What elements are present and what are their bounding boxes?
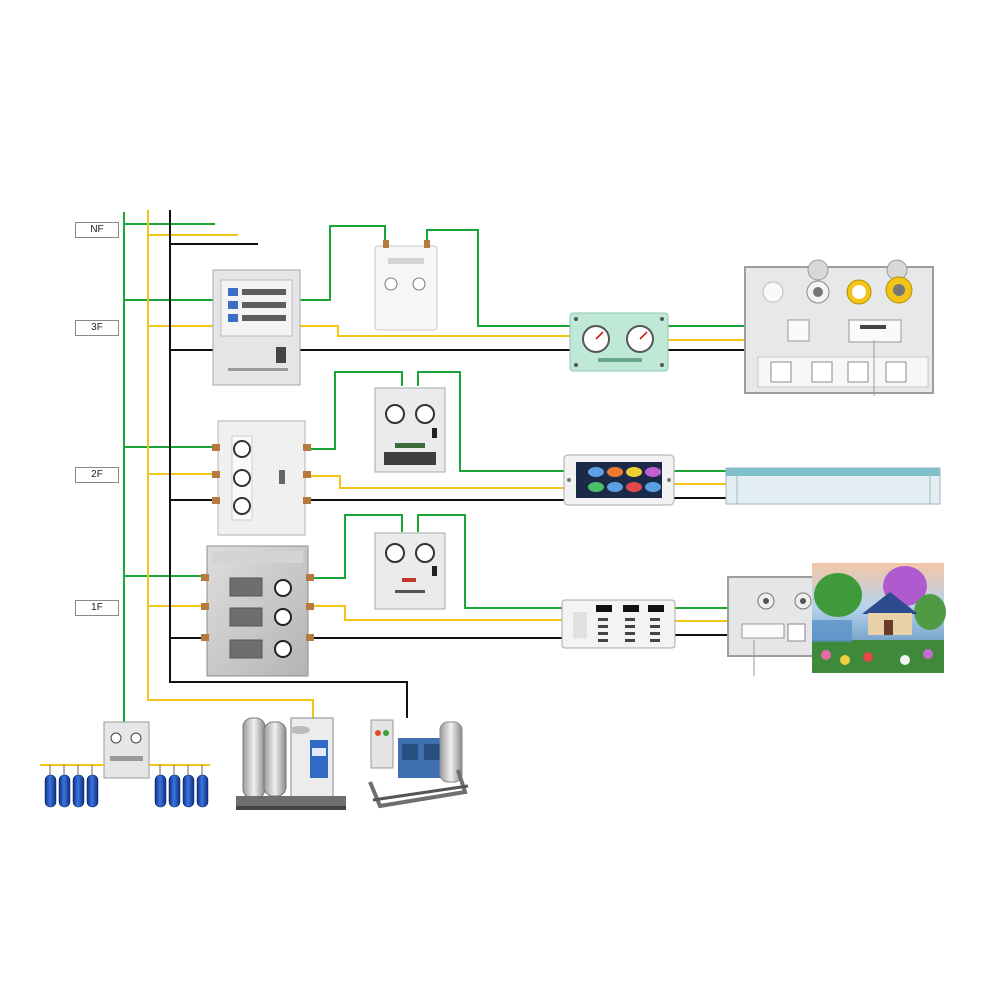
gas-rail-2f — [725, 467, 941, 505]
floor-label-2f: 2F — [75, 467, 119, 483]
vacuum-pump-station — [368, 719, 469, 809]
pressure-panel-2f — [374, 387, 446, 473]
pipe-network — [123, 210, 752, 722]
bed-head-panel-3f — [744, 259, 934, 396]
oxygen-generator-unit — [236, 717, 346, 810]
floor-label-nf: NF — [75, 222, 119, 238]
zone-alarm-cabinet-3f — [212, 269, 301, 386]
black-pipe — [169, 210, 752, 718]
pressure-panel-1f — [374, 532, 446, 610]
floor-label-1f: 1F — [75, 600, 119, 616]
valve-box-2f — [212, 420, 311, 536]
touch-display-2f — [563, 454, 675, 506]
cylinder-manifold — [40, 721, 210, 808]
floor-label-3f: 3F — [75, 320, 119, 336]
pressure-monitor-3f — [569, 312, 669, 372]
bed-head-panel-1f — [727, 576, 817, 676]
alarm-panel-3f — [374, 240, 438, 331]
yellow-pipe — [147, 210, 752, 718]
green-pipe — [123, 212, 752, 722]
stainless-valve-box-1f — [201, 545, 314, 677]
decorative-painting-image — [812, 563, 946, 673]
alarm-module-1f — [561, 599, 676, 649]
